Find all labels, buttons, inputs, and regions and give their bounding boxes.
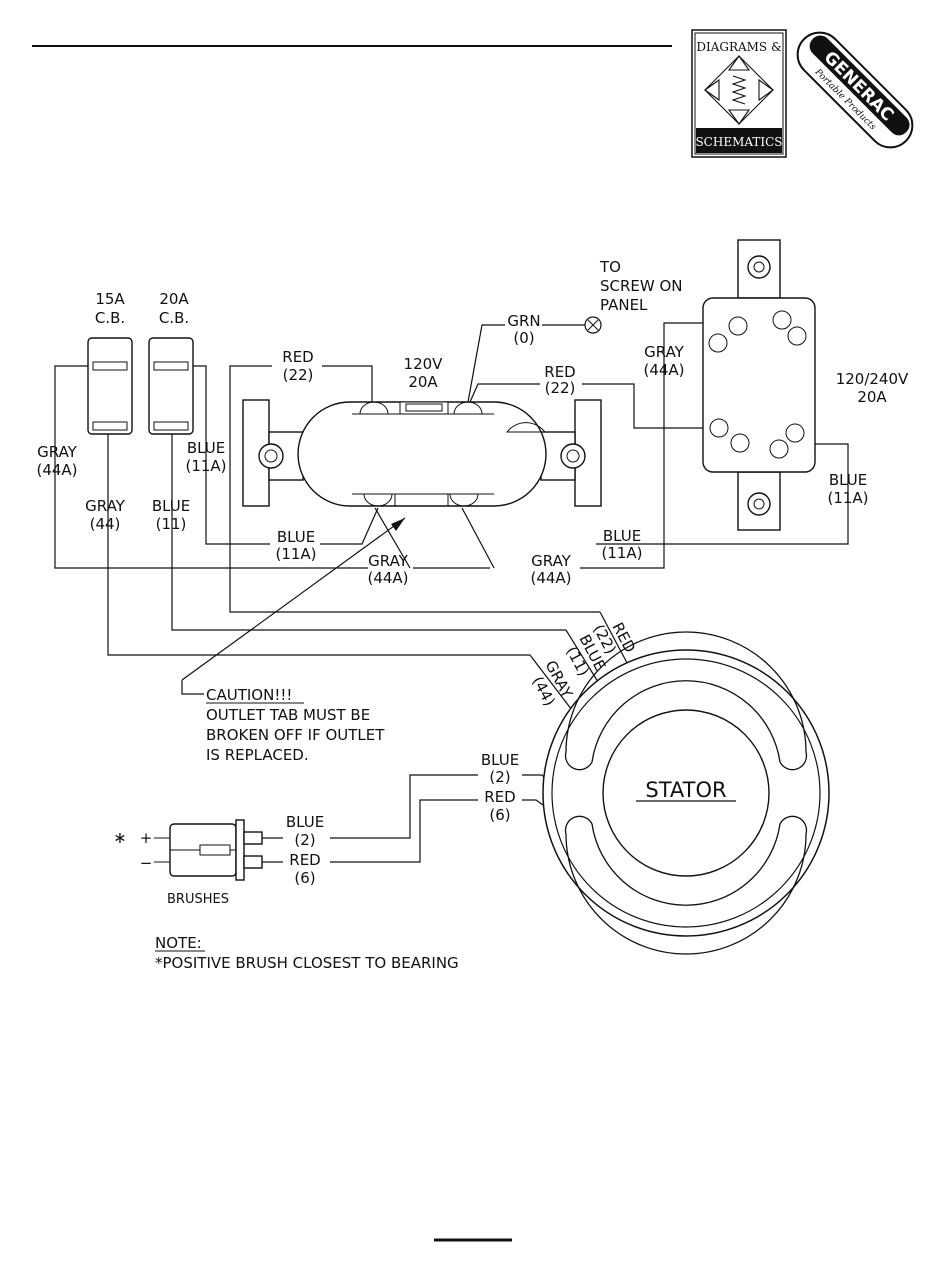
stator-label: STATOR	[645, 778, 726, 802]
wire-label-color: BLUE	[603, 527, 641, 545]
wire-label-color: BLUE	[286, 813, 324, 831]
wire-label-number: (44A)	[643, 361, 684, 379]
wire-label-color: BLUE	[277, 528, 315, 546]
ground-screw: TO SCREW ON PANEL GRN (0)	[507, 258, 682, 347]
caution-line-2: BROKEN OFF IF OUTLET	[206, 726, 385, 744]
wire-label-number: (44A)	[367, 569, 408, 587]
wire-label-number: (22)	[545, 379, 576, 397]
breaker-20a-rating: 20A	[159, 290, 189, 308]
outlet-240v-amps: 20A	[857, 388, 887, 406]
wire-label-number: (44)	[90, 515, 121, 533]
wire-label-number: (22)	[283, 366, 314, 384]
logo-bottom-text: SCHEMATICS	[695, 135, 782, 149]
wire-label-number: (44A)	[36, 461, 77, 479]
wire-labels: GRAY (44A) GRAY (44) BLUE (11) BLUE (11A…	[36, 343, 868, 887]
generac-logo: GENERAC Portable Products	[796, 31, 914, 149]
wire-label-color: GRAY	[37, 443, 78, 461]
wire-label-number: (2)	[294, 831, 315, 849]
wire-label-number: (11A)	[827, 489, 868, 507]
wire-label-color: GRAY	[644, 343, 685, 361]
breaker-15a-type: C.B.	[95, 309, 125, 327]
wire-label-number: (6)	[489, 806, 510, 824]
brush-asterisk: ∗	[113, 828, 126, 847]
wire-label-number: (11A)	[185, 457, 226, 475]
breaker-15a-rating: 15A	[95, 290, 125, 308]
outlet-240v: 120/240V 20A	[702, 239, 909, 531]
wire-label-color: BLUE	[187, 439, 225, 457]
wire-label-number: (11A)	[275, 545, 316, 563]
wire-label-number: (6)	[294, 869, 315, 887]
wire-label-number: (11A)	[601, 544, 642, 562]
diagrams-schematics-logo: DIAGRAMS & SCHEMATICS	[691, 29, 787, 158]
wire-label-color: RED	[289, 851, 320, 869]
wire-label-number: (2)	[489, 768, 510, 786]
brush-assembly: ∗ + − BRUSHES	[113, 819, 263, 907]
stator: STATOR	[542, 631, 830, 955]
wire-label-color: GRAY	[85, 497, 126, 515]
wire-label-color: BLUE	[152, 497, 190, 515]
wire-label-number: (44A)	[530, 569, 571, 587]
ground-text-1: TO	[599, 258, 621, 276]
wire-label-color: GRAY	[368, 552, 409, 570]
wire-label-color: RED	[484, 788, 515, 806]
outlet-120v-amps: 20A	[408, 373, 438, 391]
caution-title: CAUTION!!!	[206, 686, 292, 704]
note-text: *POSITIVE BRUSH CLOSEST TO BEARING	[155, 954, 459, 972]
breaker-20a-type: C.B.	[159, 309, 189, 327]
ground-text-3: PANEL	[600, 296, 648, 314]
wire-label-color: BLUE	[829, 471, 867, 489]
wire-label-color: RED	[544, 363, 575, 381]
breaker-15a: 15A C.B.	[87, 290, 133, 435]
caution-note: CAUTION!!! OUTLET TAB MUST BE BROKEN OFF…	[206, 686, 385, 764]
ground-wire-color: GRN	[507, 312, 540, 330]
brush-minus: −	[140, 854, 153, 872]
wire-label-number: (11)	[156, 515, 187, 533]
brushes-label: BRUSHES	[167, 892, 229, 907]
brush-plus: +	[140, 829, 153, 847]
caution-line-3: IS REPLACED.	[206, 746, 309, 764]
ground-wire-number: (0)	[513, 329, 534, 347]
outlet-120v: 120V 20A	[242, 355, 602, 507]
ground-text-2: SCREW ON	[600, 277, 683, 295]
outlet-120v-voltage: 120V	[404, 355, 444, 373]
outlet-240v-voltage: 120/240V	[836, 370, 909, 388]
breaker-20a: 20A C.B.	[148, 290, 194, 435]
wire-label-color: GRAY	[531, 552, 572, 570]
wire-label-color: RED	[282, 348, 313, 366]
wire-label-color: BLUE	[481, 751, 519, 769]
caution-line-1: OUTLET TAB MUST BE	[206, 706, 370, 724]
note-title: NOTE:	[155, 934, 202, 952]
note: NOTE: *POSITIVE BRUSH CLOSEST TO BEARING	[155, 934, 459, 972]
logo-top-text: DIAGRAMS &	[696, 40, 782, 54]
